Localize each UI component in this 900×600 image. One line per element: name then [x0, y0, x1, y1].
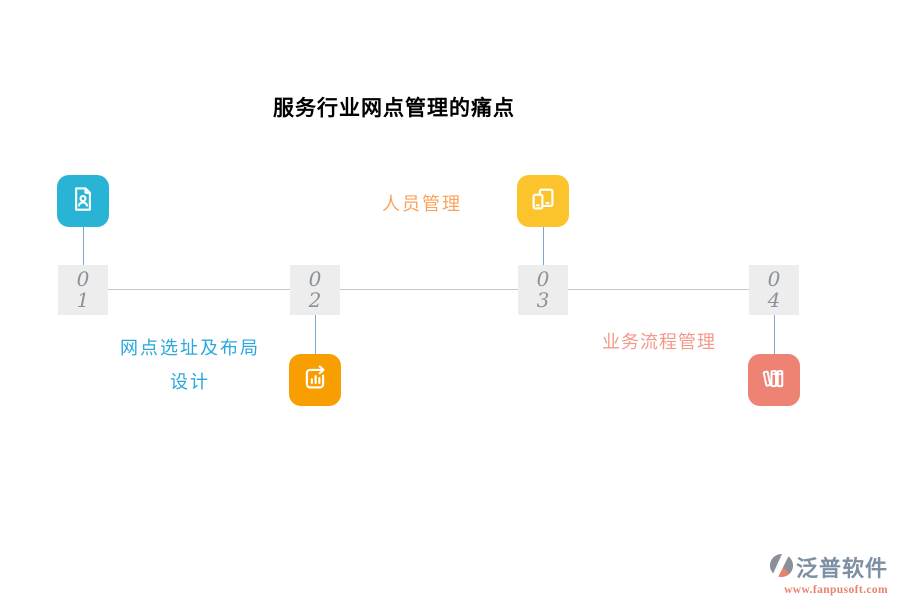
connector-item-1	[83, 227, 84, 269]
digit: 0	[308, 267, 322, 291]
item-2-label: 人员管理	[382, 194, 462, 215]
digit: 1	[76, 288, 90, 312]
chart-arrow-icon	[300, 363, 330, 397]
digit: 0	[76, 267, 90, 291]
digit: 4	[767, 288, 781, 312]
item-1-label: 网点选址及布局 设计	[110, 332, 270, 400]
digit: 2	[308, 288, 322, 312]
timeline-number-03: 0 3	[518, 265, 568, 315]
connector-item-4	[774, 313, 775, 356]
brand-url: www.fanpusoft.com	[784, 584, 888, 596]
item-1-label-line2: 设计	[170, 372, 210, 393]
item-3-tile	[517, 175, 569, 227]
brand-name: 泛普软件	[795, 557, 888, 582]
books-icon	[759, 363, 789, 397]
timeline-number-04: 0 4	[749, 265, 799, 315]
timeline-number-01: 0 1	[58, 265, 108, 315]
item-1-tile	[57, 175, 109, 227]
footer-brand: 泛普软件 www.fanpusoft.com	[769, 551, 888, 596]
digit: 3	[536, 288, 550, 312]
connector-item-3	[543, 227, 544, 269]
digit: 0	[767, 267, 781, 291]
fanpu-logo-icon	[769, 552, 794, 582]
item-1-label-line1: 网点选址及布局	[120, 338, 260, 359]
page-title: 服务行业网点管理的痛点	[273, 96, 515, 120]
item-2-tile	[289, 354, 341, 406]
item-3-label: 业务流程管理	[602, 332, 716, 353]
digit: 0	[536, 267, 550, 291]
item-4-tile	[748, 354, 800, 406]
connector-item-2	[315, 313, 316, 356]
devices-icon	[528, 184, 558, 218]
profile-document-icon	[68, 184, 98, 218]
timeline-line	[83, 289, 775, 290]
timeline-number-02: 0 2	[290, 265, 340, 315]
